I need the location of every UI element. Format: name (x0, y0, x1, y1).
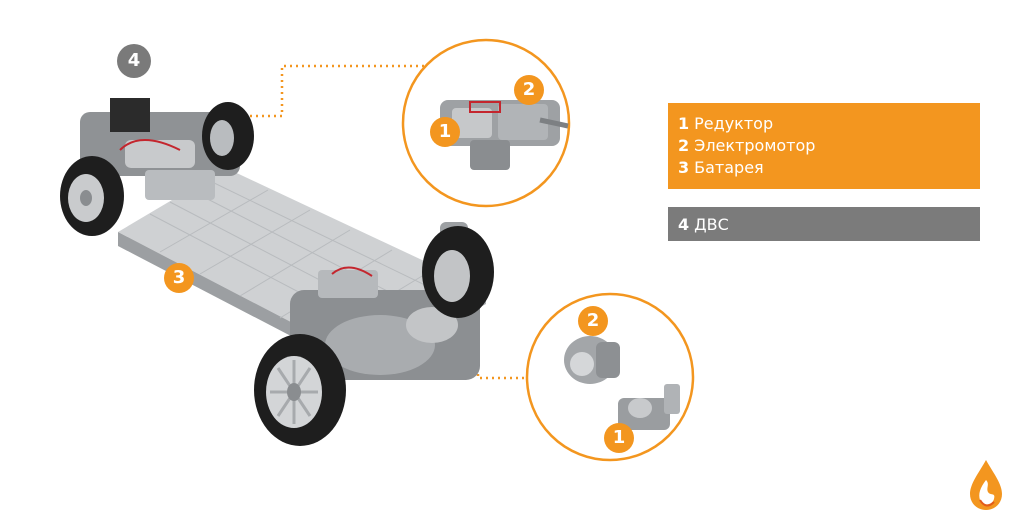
marker-top-gearbox: 1 (430, 117, 460, 147)
legend-item-label: Редуктор (694, 114, 774, 133)
legend-item-label: ДВС (694, 215, 729, 234)
front-right-wheel (202, 102, 254, 170)
flame-drop-logo (970, 460, 1002, 510)
gearbox-small-detail-image (618, 384, 680, 430)
rear-right-wheel (422, 226, 494, 318)
gearbox-detail-image (440, 100, 569, 170)
marker-top-motor: 2 (514, 75, 544, 105)
legend-item-label: Батарея (694, 158, 764, 177)
marker-bottom-motor: 2 (578, 306, 608, 336)
front-left-wheel (60, 156, 124, 236)
legend-item-label: Электромотор (694, 136, 816, 155)
rear-axle (290, 222, 480, 380)
marker-ice: 4 (117, 44, 151, 78)
motor-detail-image (564, 336, 620, 384)
marker-bottom-gearbox: 1 (604, 423, 634, 453)
legend-item-number: 2 (678, 136, 690, 155)
detail-circle-bottom (525, 292, 695, 462)
legend-item-number: 1 (678, 114, 690, 133)
front-axle (80, 98, 240, 200)
leader-line-top (244, 64, 432, 118)
rear-left-wheel (254, 334, 346, 446)
detail-circle-top (401, 38, 571, 208)
leader-line-bottom (476, 320, 528, 380)
marker-battery: 3 (164, 263, 194, 293)
legend-item-number: 3 (678, 158, 690, 177)
legend-item-number: 4 (678, 215, 690, 234)
